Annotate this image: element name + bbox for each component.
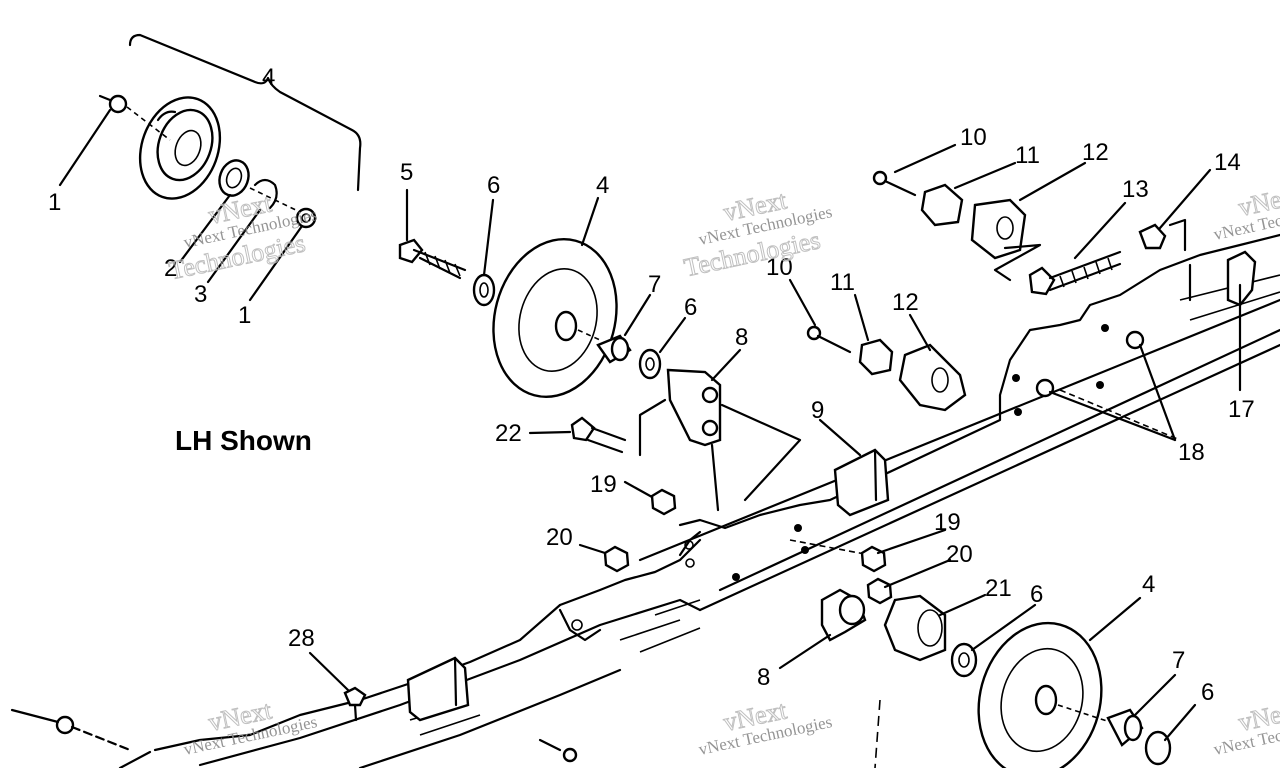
bracket-upper: [570, 368, 802, 512]
callout-12-a: 12: [1082, 139, 1109, 166]
callout-7-b: 7: [1172, 647, 1185, 674]
callout-labels: 4 1 2 3 1 5 6 4 7 6 8 22 19 20 10 11 12 …: [48, 64, 1255, 706]
leader-lines: [58, 108, 1242, 742]
callout-11-a: 11: [1015, 142, 1040, 169]
callout-3: 3: [194, 281, 207, 308]
view-caption: LH Shown: [175, 425, 312, 456]
callout-8-a: 8: [735, 324, 748, 351]
callout-7-a: 7: [648, 271, 661, 298]
callout-10-a: 10: [960, 124, 987, 151]
lower-left-hardware: [10, 686, 578, 763]
callout-17: 17: [1228, 396, 1255, 423]
lower-wheel-assembly: [820, 588, 1172, 768]
callout-6-b: 6: [684, 294, 697, 321]
callout-12-b: 12: [892, 289, 919, 316]
mid-idler-wheel: [398, 237, 662, 399]
upper-left-wheel-assembly: [98, 33, 362, 229]
callout-1-right: 1: [238, 302, 251, 329]
callout-1-left: 1: [48, 189, 61, 216]
callout-19-a: 19: [590, 471, 617, 498]
callout-2: 2: [164, 255, 177, 282]
mid-spacer-hardware: [806, 325, 967, 412]
callout-4-top: 4: [262, 64, 275, 91]
side-nuts: [1035, 330, 1145, 398]
callout-21: 21: [985, 575, 1012, 602]
callout-4-mid: 4: [596, 172, 609, 199]
slide-rail-frame: [118, 233, 1280, 768]
callout-5: 5: [400, 159, 413, 186]
callout-14: 14: [1214, 149, 1241, 176]
callout-8-b: 8: [757, 664, 770, 691]
callout-18: 18: [1178, 439, 1205, 466]
callout-20-b: 20: [946, 541, 973, 568]
callout-9: 9: [811, 397, 824, 424]
callout-6-d: 6: [1201, 679, 1214, 706]
callout-22: 22: [495, 420, 522, 447]
callout-4-low: 4: [1142, 571, 1155, 598]
callout-6-c: 6: [1030, 581, 1043, 608]
watermarks: vNext vNext Technologies Technologies vN…: [166, 180, 1280, 759]
callout-11-b: 11: [830, 269, 855, 296]
cross-bracket: [406, 448, 890, 722]
callout-19-b: 19: [934, 509, 961, 536]
upper-right-hardware: [872, 170, 1257, 307]
callout-20-a: 20: [546, 524, 573, 551]
callout-6-a: 6: [487, 172, 500, 199]
callout-28: 28: [288, 625, 315, 652]
callout-10-b: 10: [766, 254, 793, 281]
callout-13: 13: [1122, 176, 1149, 203]
